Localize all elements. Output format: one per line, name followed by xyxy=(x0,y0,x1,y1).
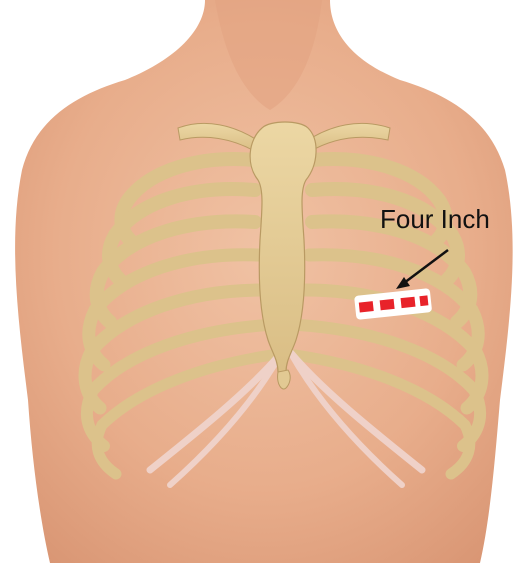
annotation-label: Four Inch xyxy=(380,206,490,232)
incision-dash xyxy=(419,295,428,306)
incision-dash xyxy=(359,301,374,312)
incision-dash xyxy=(380,299,395,310)
incision-dash xyxy=(401,297,416,308)
